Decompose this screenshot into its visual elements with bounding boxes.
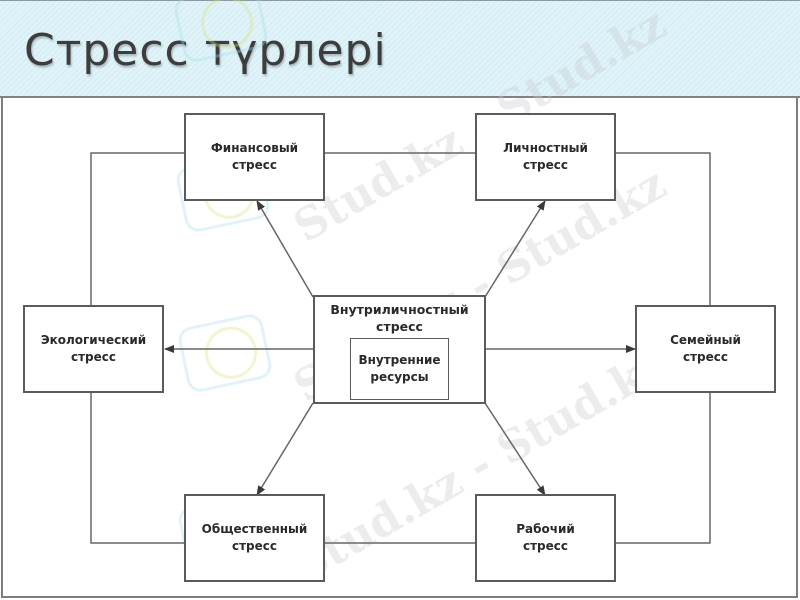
node-label: Финансовый (210, 141, 299, 155)
edge-personal-family (615, 152, 711, 306)
node-label: стресс (70, 350, 116, 364)
node-label: стресс (231, 539, 277, 553)
node-label: Внутриличностный (330, 302, 469, 317)
edge-center-work (484, 402, 546, 496)
edge-center-financial (256, 200, 314, 298)
node-label: стресс (522, 158, 569, 172)
node-label: Общественный (201, 522, 308, 536)
node-label: Внутренние (358, 353, 441, 367)
edge-family-work (615, 392, 711, 544)
diagram-frame (1, 98, 798, 598)
edge-ecological-social (90, 392, 184, 544)
node-label: стресс (522, 539, 568, 553)
node-label: Экологический (40, 333, 147, 347)
node-label: Личностный (503, 141, 588, 155)
node-personal-stress: Личностный стресс (475, 113, 616, 201)
node-label: стресс (376, 319, 423, 334)
node-label: стресс (231, 158, 277, 172)
node-family-stress: Семейный стресс (635, 305, 776, 393)
node-internal-resources: Внутренние ресурсы (350, 338, 449, 400)
slide-header: Стресс түрлері (0, 0, 800, 98)
node-ecological-stress: Экологический стресс (23, 305, 164, 393)
node-financial-stress: Финансовый стресс (184, 113, 325, 201)
edge-center-social (256, 402, 314, 496)
node-label: стресс (682, 350, 728, 364)
node-work-stress: Рабочий стресс (475, 494, 616, 582)
node-label: Семейный (670, 333, 741, 347)
node-social-stress: Общественный стресс (184, 494, 325, 582)
slide-title: Стресс түрлері (24, 25, 387, 76)
node-label: ресурсы (370, 370, 429, 384)
edge-center-personal (484, 200, 546, 298)
edge-financial-ecological (90, 152, 184, 306)
node-label: Рабочий (516, 522, 575, 536)
